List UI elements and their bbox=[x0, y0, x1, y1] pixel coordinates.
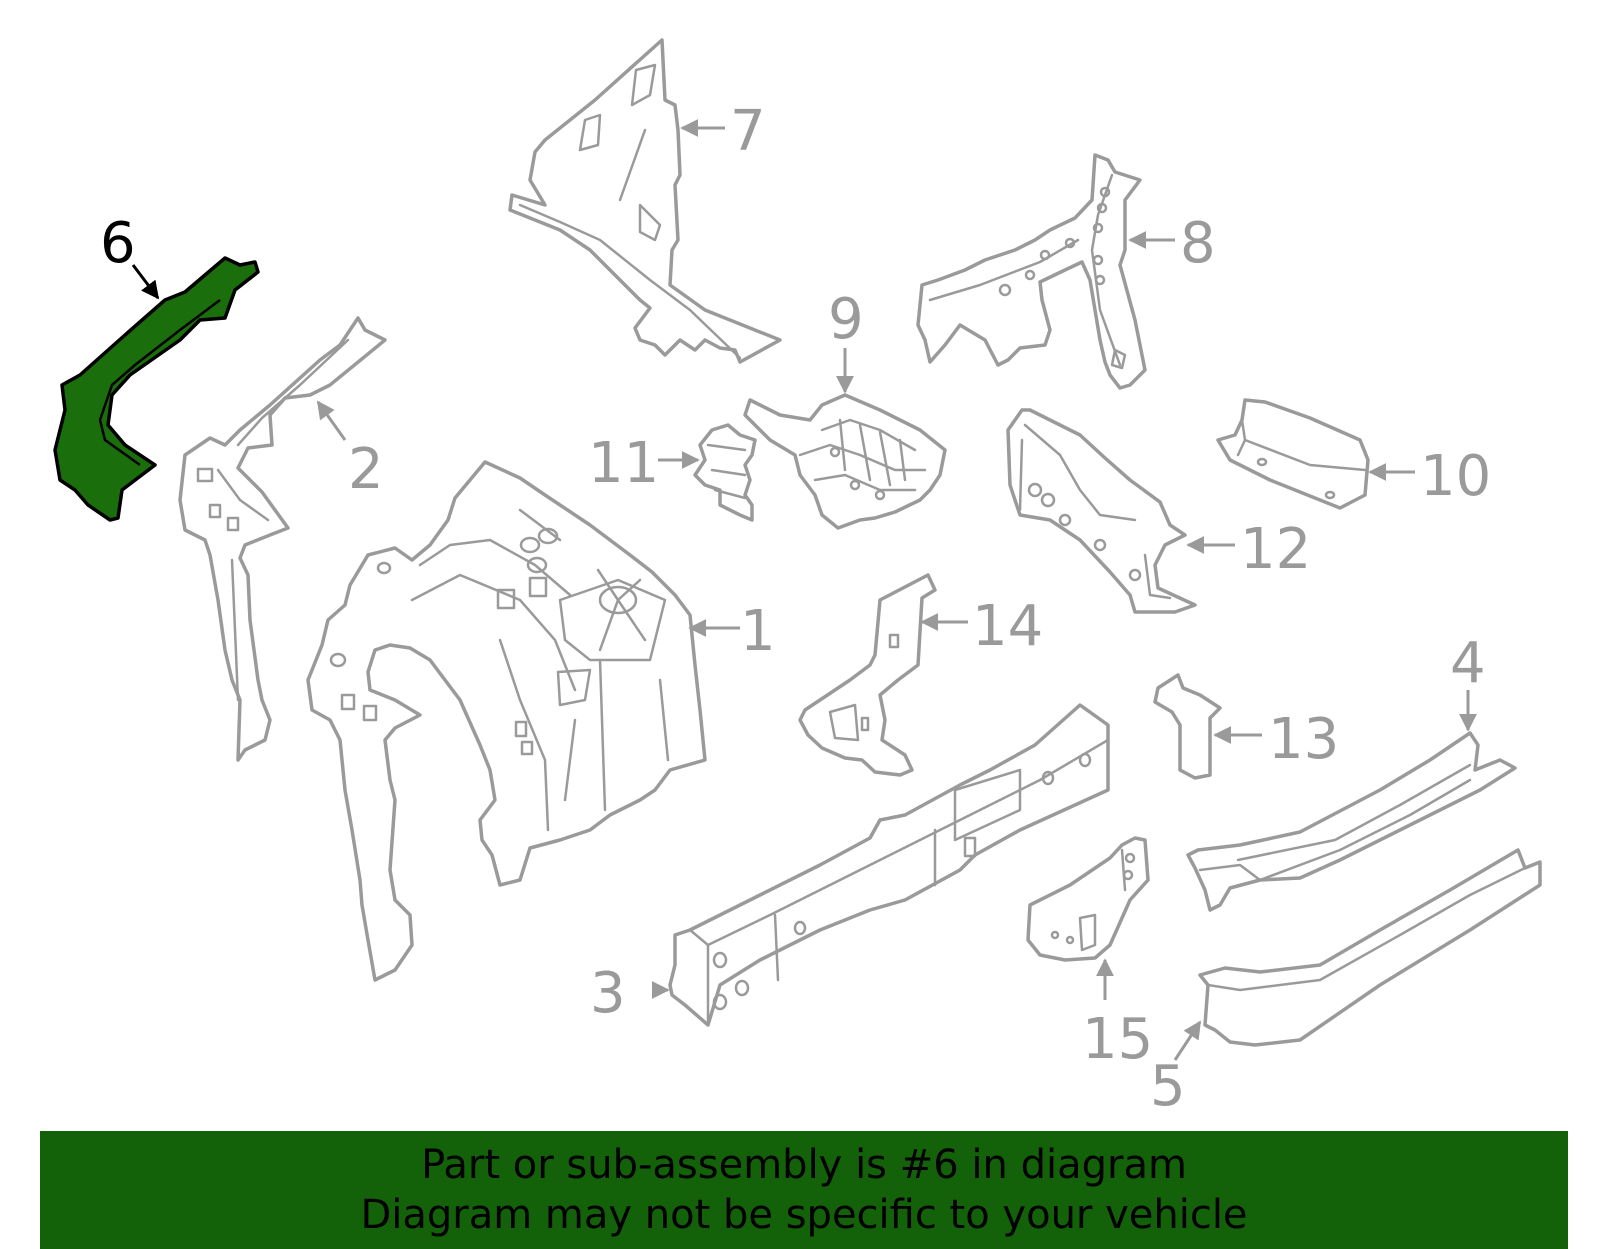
callout-9: 9 bbox=[828, 287, 864, 394]
part-3[interactable] bbox=[668, 703, 1110, 1027]
callout-label-6: 6 bbox=[100, 211, 136, 276]
callout-label-10: 10 bbox=[1420, 444, 1491, 509]
callout-7: 7 bbox=[680, 99, 766, 164]
callout-label-3: 3 bbox=[590, 961, 626, 1026]
part-4[interactable] bbox=[1186, 731, 1517, 912]
callout-label-15: 15 bbox=[1082, 1007, 1153, 1072]
callout-label-12: 12 bbox=[1240, 517, 1311, 582]
part-6-highlighted[interactable] bbox=[53, 256, 260, 522]
callout-3: 3 bbox=[590, 961, 670, 1026]
callout-12: 12 bbox=[1186, 517, 1311, 582]
callout-15: 15 bbox=[1082, 958, 1153, 1072]
callout-label-7: 7 bbox=[730, 99, 766, 164]
banner-line-disclaimer: Diagram may not be specific to your vehi… bbox=[360, 1192, 1248, 1238]
callout-label-2: 2 bbox=[348, 437, 384, 502]
callout-8: 8 bbox=[1128, 211, 1216, 276]
callout-5: 5 bbox=[1150, 1020, 1202, 1119]
part-14[interactable] bbox=[798, 573, 937, 777]
callout-label-8: 8 bbox=[1180, 211, 1216, 276]
callout-label-9: 9 bbox=[828, 287, 864, 352]
callout-11: 11 bbox=[588, 431, 700, 496]
callout-label-1: 1 bbox=[740, 599, 776, 664]
part-12[interactable] bbox=[1006, 408, 1197, 614]
part-13[interactable] bbox=[1153, 673, 1222, 780]
callout-6: 6 bbox=[100, 211, 160, 300]
callout-4: 4 bbox=[1450, 631, 1486, 732]
callout-label-11: 11 bbox=[588, 431, 659, 496]
callout-label-5: 5 bbox=[1150, 1054, 1186, 1119]
callout-2: 2 bbox=[316, 400, 384, 502]
part-9[interactable] bbox=[743, 393, 947, 530]
banner-line-part-number: Part or sub-assembly is #6 in diagram bbox=[421, 1142, 1187, 1188]
part-10[interactable] bbox=[1216, 398, 1370, 510]
info-banner: Part or sub-assembly is #6 in diagram Di… bbox=[40, 1131, 1568, 1249]
part-15[interactable] bbox=[1026, 836, 1150, 962]
part-5[interactable] bbox=[1198, 848, 1542, 1047]
part-1[interactable] bbox=[306, 460, 707, 982]
callout-label-4: 4 bbox=[1450, 631, 1486, 696]
callout-label-14: 14 bbox=[972, 594, 1043, 659]
callout-1: 1 bbox=[688, 599, 776, 664]
part-7[interactable] bbox=[508, 38, 782, 364]
callout-13: 13 bbox=[1213, 707, 1339, 772]
callout-label-13: 13 bbox=[1268, 707, 1339, 772]
part-2[interactable] bbox=[178, 316, 387, 762]
part-8[interactable] bbox=[916, 153, 1147, 390]
part-11[interactable] bbox=[693, 423, 757, 522]
callout-14: 14 bbox=[920, 594, 1043, 659]
callout-10: 10 bbox=[1368, 444, 1491, 509]
